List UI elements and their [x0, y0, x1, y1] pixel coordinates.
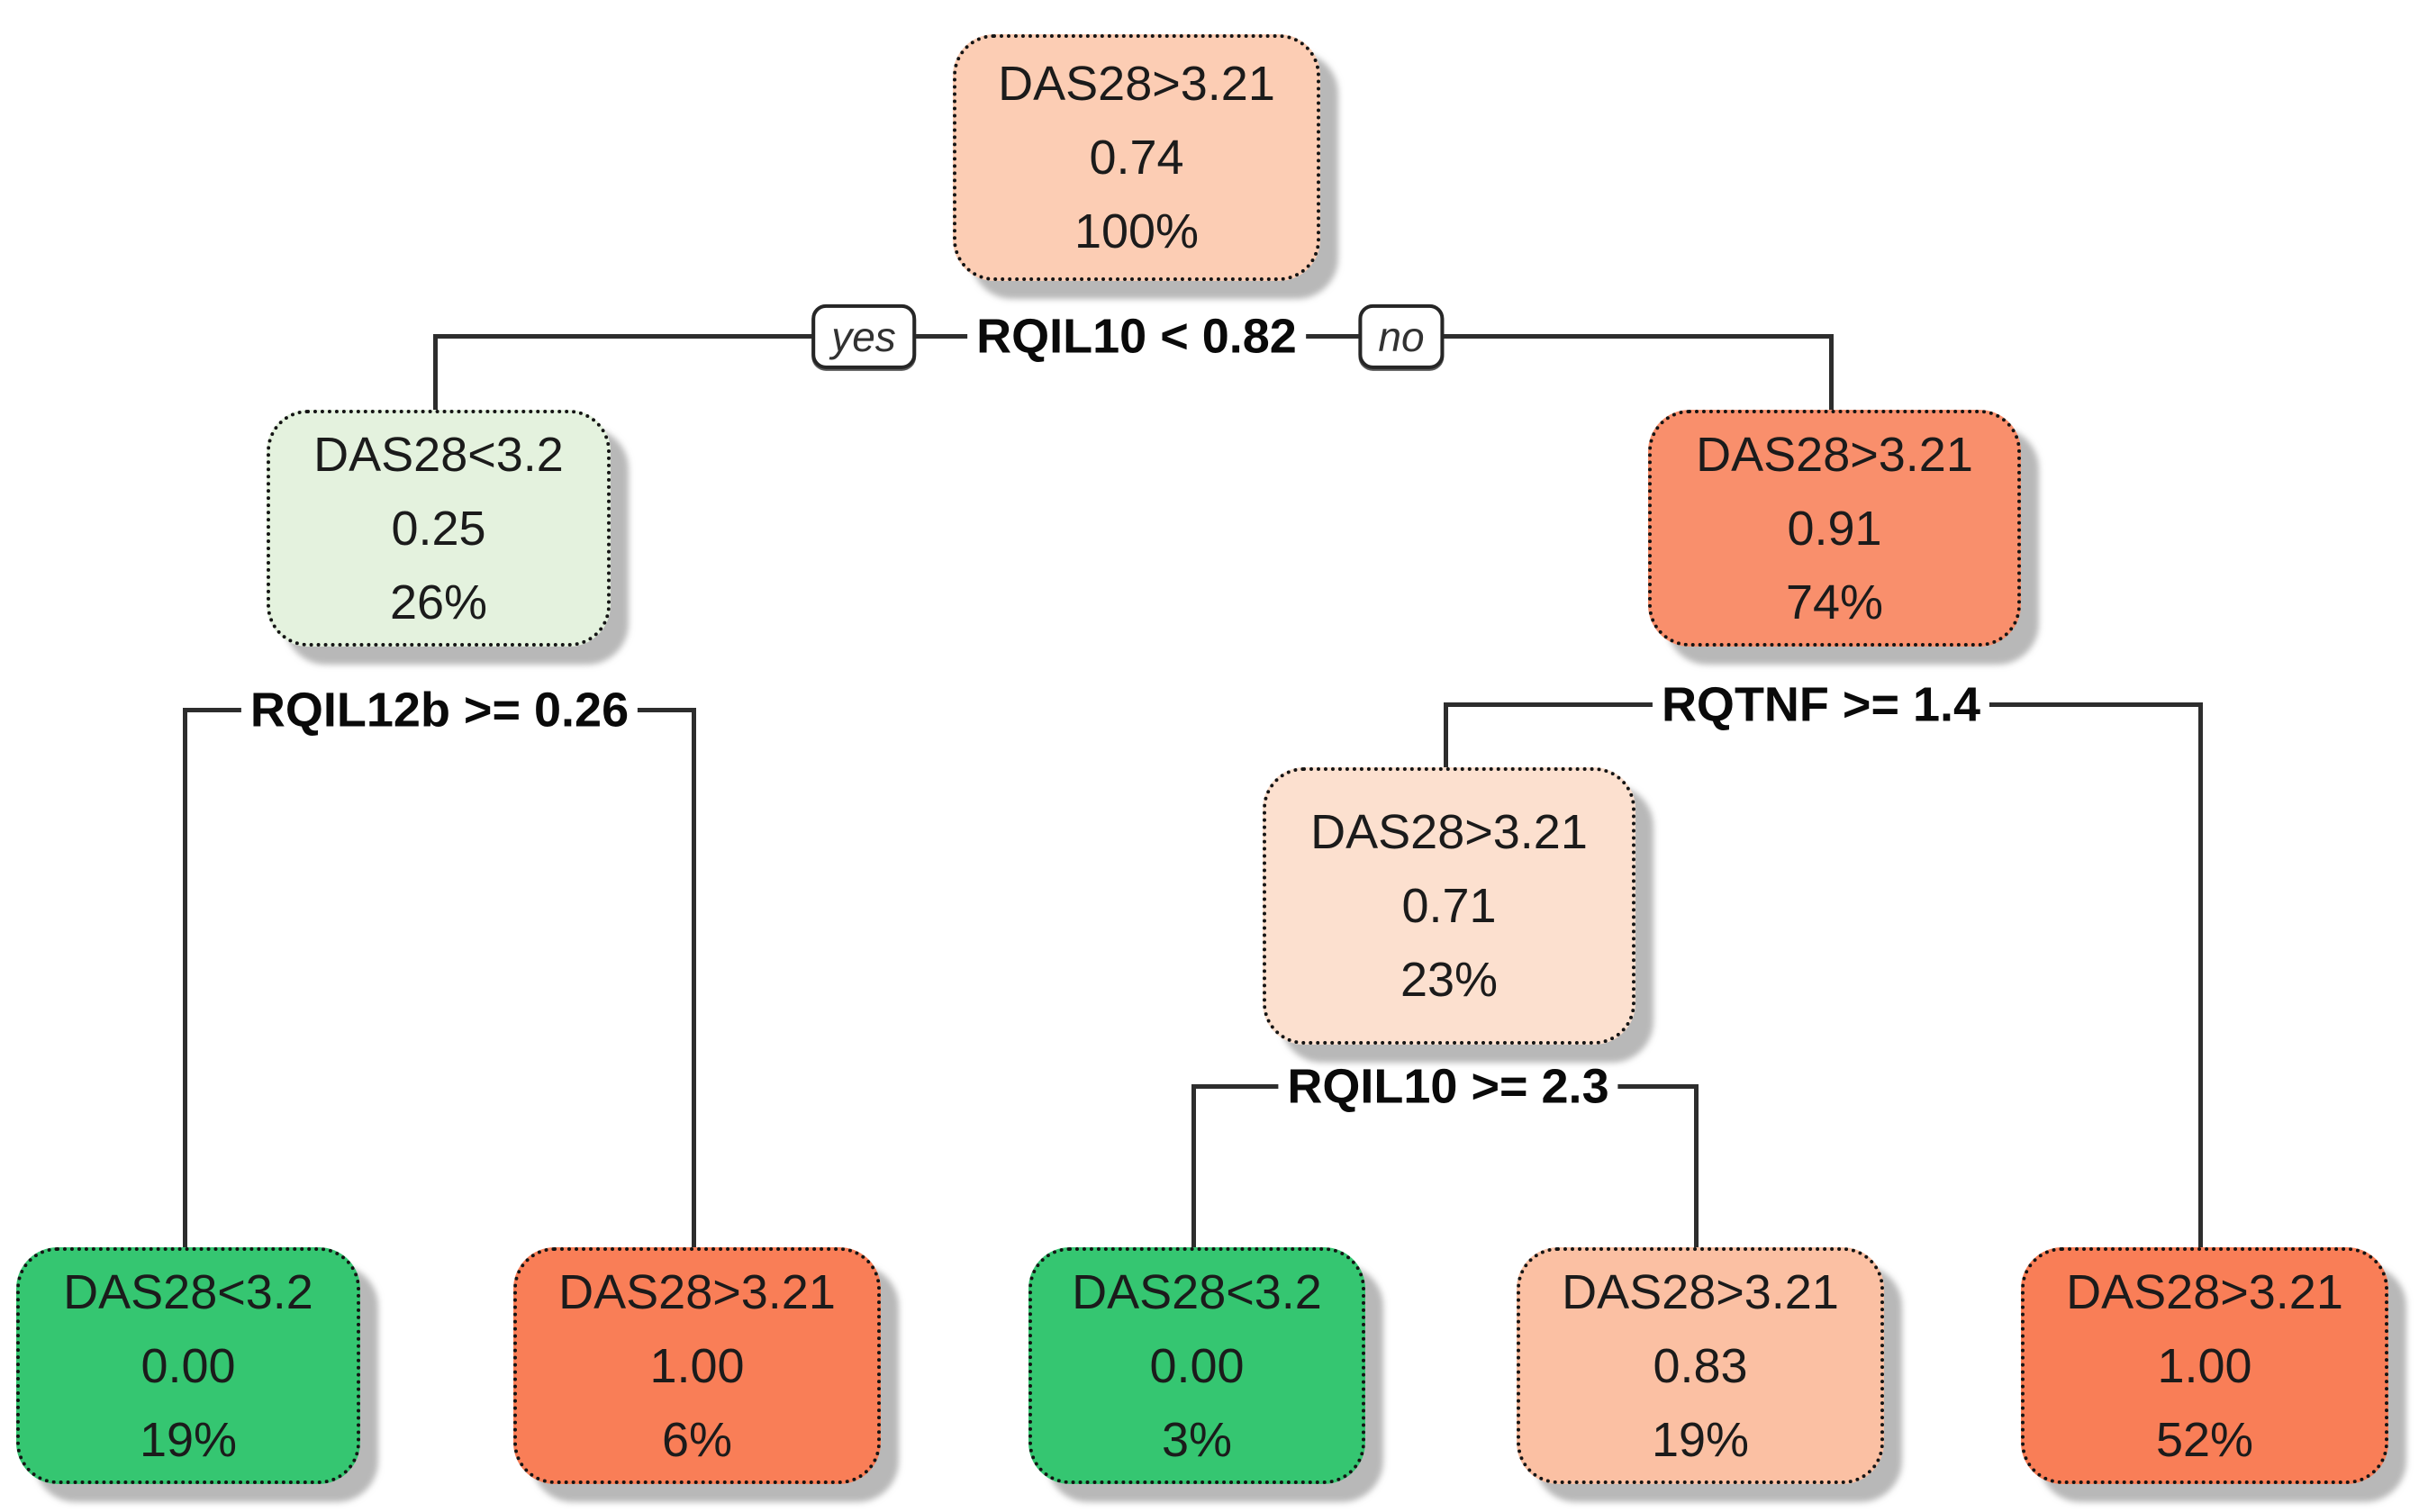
no-branch-tag: no	[1358, 303, 1445, 370]
node-probability: 1.00	[2157, 1338, 2252, 1393]
node-percent: 23%	[1400, 953, 1499, 1007]
branch-mid-drop-yes	[1191, 1084, 1196, 1249]
node-probability: 0.25	[391, 501, 486, 556]
yes-branch-tag: yes	[811, 303, 916, 370]
split-condition-right: RQTNF >= 1.4	[1652, 676, 1990, 734]
node-class-label: DAS28>3.21	[1310, 805, 1588, 859]
leaf-19pct-green: DAS28<3.2 0.00 19%	[16, 1247, 360, 1484]
node-percent: 19%	[139, 1412, 238, 1467]
node-class-label: DAS28<3.2	[63, 1264, 313, 1319]
node-probability: 0.74	[1089, 131, 1184, 185]
node-probability: 0.71	[1401, 879, 1497, 933]
branch-mid-drop-no	[1694, 1084, 1699, 1249]
node-class-label: DAS28>3.21	[1562, 1264, 1839, 1319]
node-percent: 100%	[1074, 204, 1200, 258]
node-26pct: DAS28<3.2 0.25 26%	[267, 410, 611, 647]
branch-right-drop-yes	[1444, 702, 1448, 769]
node-probability: 0.00	[1149, 1338, 1245, 1393]
node-class-label: DAS28<3.2	[1072, 1264, 1322, 1319]
node-class-label: DAS28>3.21	[558, 1264, 836, 1319]
node-class-label: DAS28>3.21	[2066, 1264, 2343, 1319]
node-root: DAS28>3.21 0.74 100%	[953, 34, 1320, 281]
split-condition-left: RQIL12b >= 0.26	[240, 682, 639, 739]
leaf-19pct-salmon: DAS28>3.21 0.83 19%	[1517, 1247, 1884, 1484]
node-percent: 26%	[389, 575, 488, 629]
branch-root-drop-no	[1829, 334, 1834, 415]
branch-root-drop-yes	[433, 334, 438, 415]
node-class-label: DAS28<3.2	[313, 427, 564, 482]
split-condition-mid: RQIL10 >= 2.3	[1278, 1058, 1618, 1116]
leaf-6pct: DAS28>3.21 1.00 6%	[513, 1247, 881, 1484]
node-percent: 52%	[2155, 1412, 2254, 1467]
branch-right-drop-no	[2198, 702, 2203, 1249]
branch-left-drop-no	[692, 708, 696, 1249]
node-23pct: DAS28>3.21 0.71 23%	[1263, 767, 1635, 1045]
node-class-label: DAS28>3.21	[998, 57, 1275, 111]
split-condition-root: RQIL10 < 0.82	[967, 308, 1306, 366]
node-percent: 6%	[661, 1412, 733, 1467]
node-74pct: DAS28>3.21 0.91 74%	[1648, 410, 2021, 647]
node-probability: 1.00	[649, 1338, 745, 1393]
node-probability: 0.83	[1653, 1338, 1748, 1393]
node-class-label: DAS28>3.21	[1696, 427, 1973, 482]
node-percent: 3%	[1161, 1412, 1233, 1467]
branch-left-drop-yes	[183, 708, 187, 1249]
node-probability: 0.00	[140, 1338, 236, 1393]
node-percent: 74%	[1785, 575, 1884, 629]
node-percent: 19%	[1651, 1412, 1750, 1467]
leaf-52pct: DAS28>3.21 1.00 52%	[2021, 1247, 2388, 1484]
leaf-3pct: DAS28<3.2 0.00 3%	[1028, 1247, 1365, 1484]
node-probability: 0.91	[1787, 501, 1882, 556]
